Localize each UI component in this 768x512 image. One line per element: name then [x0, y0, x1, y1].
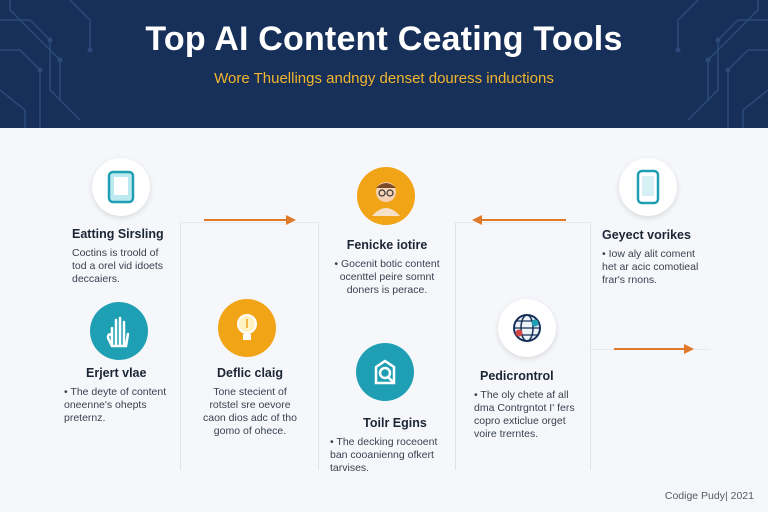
card-eatting-sirsling: Eatting Sirsling Coctins is troold of to…	[72, 227, 182, 286]
arrow-right-icon	[614, 344, 694, 354]
card-text-line: tarvises.	[330, 462, 370, 474]
card-fenicke-iotire: Fenicke iotire • Gocenit botic content o…	[318, 238, 456, 297]
card-title: Deflic claig	[217, 366, 283, 380]
card-title: Pedicrontrol	[480, 369, 554, 383]
card-text-line: • Gocenit botic content	[334, 258, 440, 270]
card-text-line: oneenne's ohepts	[64, 399, 147, 411]
card-text-line: preternz.	[64, 412, 106, 424]
card-toilr-egins: Toilr Egins • The decking roceoent ban c…	[330, 416, 460, 475]
card-title: Geyect vorikes	[602, 228, 691, 242]
arrow-right-icon	[204, 215, 296, 225]
card-title: Fenicke iotire	[346, 238, 428, 252]
card-text-line: ocenttel peire somnt	[339, 271, 435, 283]
card-text-line: voire trerntes.	[474, 428, 539, 440]
tablet-icon	[92, 158, 150, 216]
card-text-line: tod a orel vid idoets	[72, 260, 164, 272]
card-text-line: dma Contrgntot I' fers	[474, 402, 575, 414]
card-text-line: • The oly chete af all	[474, 389, 569, 401]
divider-line	[590, 222, 591, 470]
globe-icon	[498, 299, 556, 357]
divider-line	[318, 222, 319, 470]
card-text-line: • Iow aly alit coment	[602, 248, 695, 260]
card-text-line: doners is perace.	[346, 284, 428, 296]
card-text-line: het ar acic comotieal	[602, 261, 699, 273]
card-text-line: caon dios adc of tho	[203, 412, 297, 424]
card-text-line: deccaiers.	[72, 273, 120, 285]
search-doc-icon	[356, 343, 414, 401]
card-erjert-vlae: Erjert vlae • The deyte of content oneen…	[64, 366, 182, 425]
card-title: Eatting Sirsling	[72, 227, 164, 241]
card-text-line: ban cooanienng ofkert	[330, 449, 434, 461]
hand-icon	[90, 302, 148, 360]
card-text-line: • The deyte of content	[64, 386, 167, 398]
card-pedicrontrol: Pedicrontrol • The oly chete af all dma …	[474, 369, 592, 441]
card-geyect-vorikes: Geyect vorikes • Iow aly alit coment het…	[602, 228, 722, 287]
card-text-line: copro exticlue orget	[474, 415, 566, 427]
card-text-line: Tone stecient of	[213, 386, 287, 398]
footer-credit: Codige Pudy| 2021	[664, 490, 754, 502]
divider-line	[455, 222, 456, 470]
card-text-line: Coctins is troold of	[72, 247, 159, 259]
page-subtitle: Wore Thuellings andngy denset douress in…	[214, 70, 554, 87]
card-title: Toilr Egins	[363, 416, 427, 430]
smartphone-icon	[619, 158, 677, 216]
avatar-icon	[357, 167, 415, 225]
arrow-left-icon	[472, 215, 566, 225]
card-text-line: frar's rnons.	[602, 274, 658, 286]
circuit-pattern-icon	[0, 0, 768, 128]
page-title: Top AI Content Ceating Tools	[145, 20, 623, 58]
divider-line	[455, 222, 590, 223]
card-text-line: gomo of ohece.	[213, 425, 287, 437]
divider-line	[180, 222, 181, 470]
lightbulb-icon	[218, 299, 276, 357]
card-text-line: • The decking roceoent	[330, 436, 438, 448]
header-banner: Top AI Content Ceating Tools Wore Thuell…	[0, 0, 768, 128]
card-text-line: rotstel sre oevore	[209, 399, 291, 411]
card-title: Erjert vlae	[86, 366, 147, 380]
divider-line	[180, 222, 318, 223]
card-deflic-claig: Deflic claig Tone stecient of rotstel sr…	[186, 366, 314, 438]
